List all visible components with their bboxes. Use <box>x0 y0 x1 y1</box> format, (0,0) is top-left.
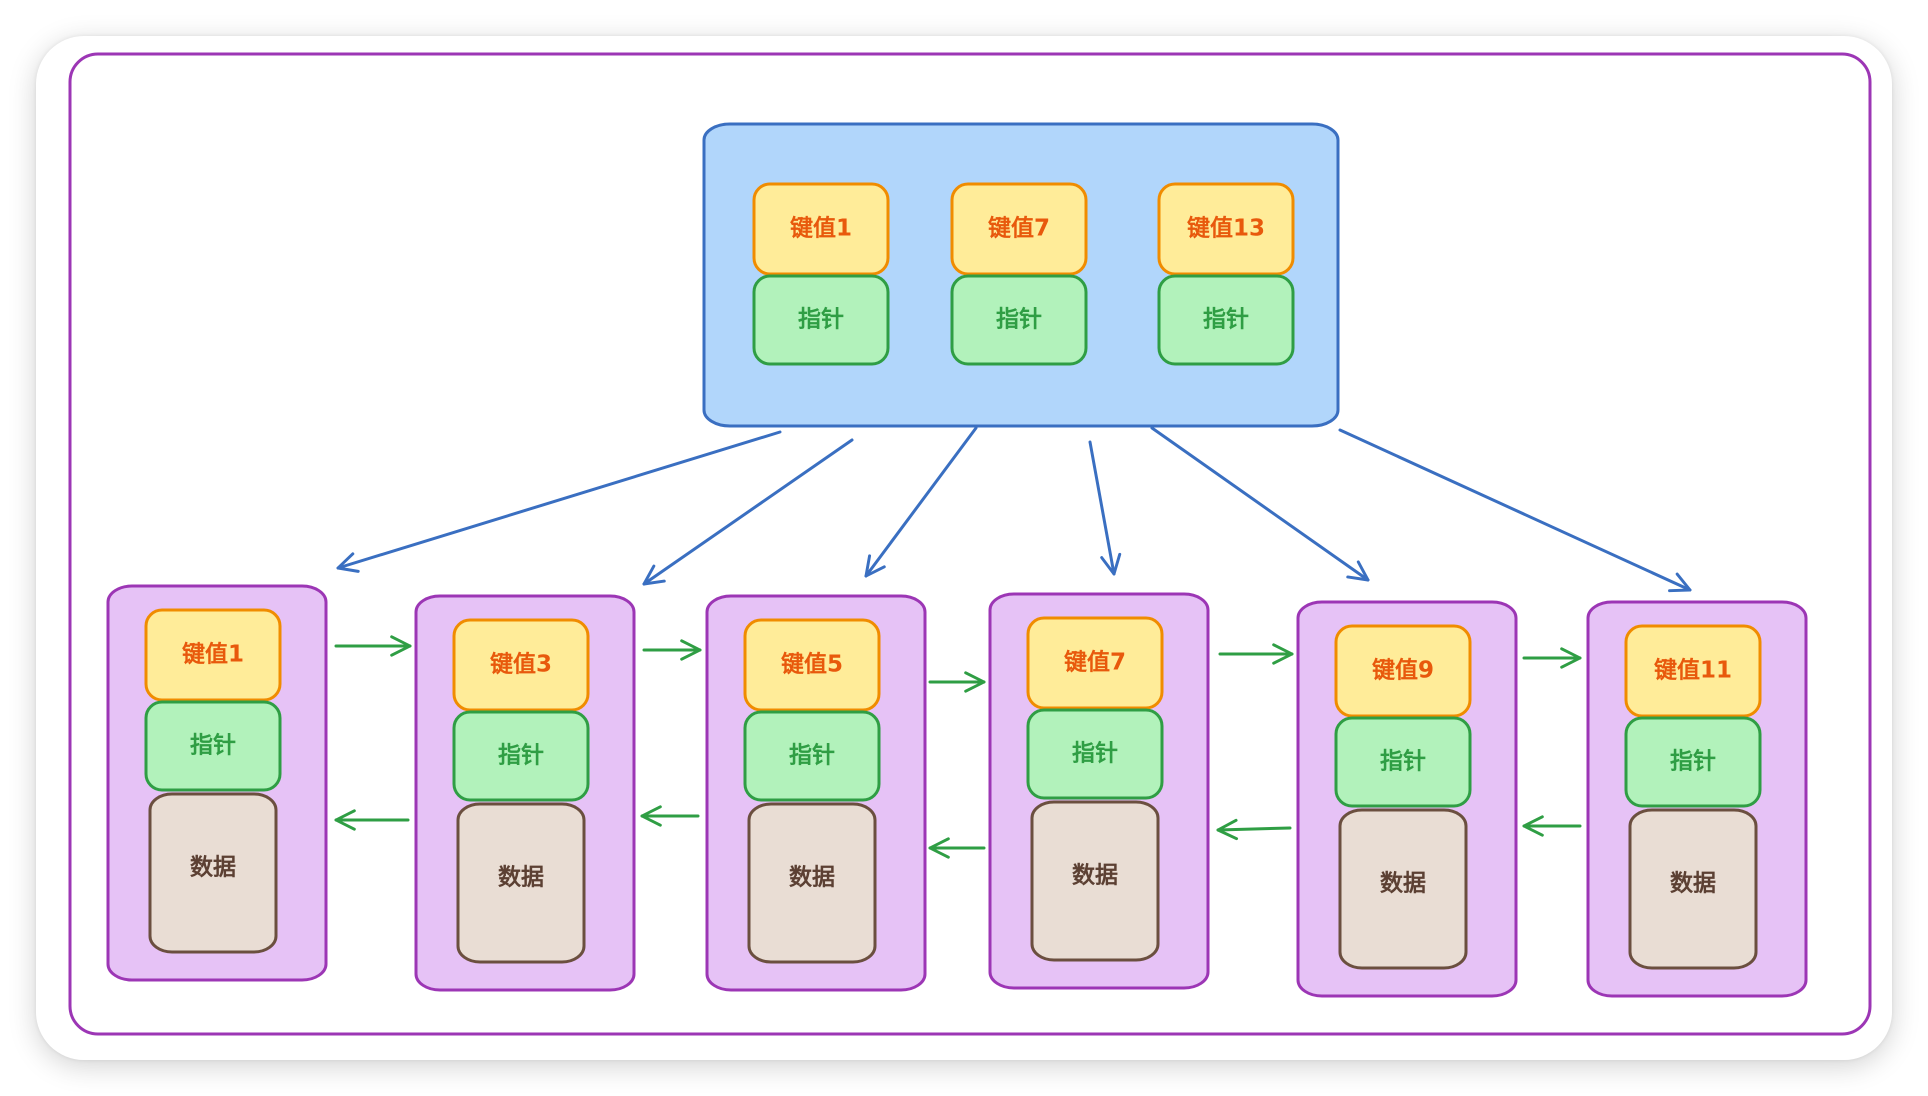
leaf-pointer-cell <box>452 710 590 802</box>
leaf-pointer-label: 指针 <box>190 733 236 759</box>
leaf-pointer-cell <box>1624 716 1762 808</box>
leaf-data-cell <box>1338 808 1468 970</box>
root-key-cell <box>1157 182 1295 276</box>
leaf-data-label: 数据 <box>1380 871 1426 897</box>
leaf-data-label: 数据 <box>498 865 544 891</box>
leaf-key-label: 键值11 <box>1654 657 1732 684</box>
tree-pointer-arrow <box>864 426 978 578</box>
root-entry: 键值13 指针 <box>1157 182 1295 366</box>
leaf-key-cell <box>1624 624 1762 718</box>
root-key-label: 键值13 <box>1187 215 1265 242</box>
tree-pointer-arrow <box>1088 440 1122 576</box>
leaf-pointer-label: 指针 <box>789 743 835 769</box>
leaf-data-cell <box>747 802 877 964</box>
root-key-label: 键值7 <box>988 215 1050 242</box>
leaf-data-cell <box>148 792 278 954</box>
root-key-cell <box>752 182 890 276</box>
leaf-data-label: 数据 <box>789 865 835 891</box>
leaf-pointer-label: 指针 <box>1072 741 1118 767</box>
leaf-key-label: 键值5 <box>781 651 843 678</box>
leaf-pointer-cell <box>1334 716 1472 808</box>
leaf-key-label: 键值3 <box>490 651 552 678</box>
root-pointer-cell <box>950 274 1088 366</box>
root-pointer-label: 指针 <box>1203 307 1249 333</box>
tree-pointer-arrow <box>642 438 854 586</box>
root-node: 键值1 指针 键值7 指针 键值13 指针 <box>702 122 1340 428</box>
leaf-key-cell <box>452 618 590 712</box>
leaf-data-label: 数据 <box>190 855 236 881</box>
leaf-pointer-cell <box>1026 708 1164 800</box>
leaf-pointer-label: 指针 <box>1380 749 1426 775</box>
leaf-data-cell <box>1030 800 1160 962</box>
prev-leaf-arrow <box>1216 818 1292 841</box>
tree-pointer-arrow <box>336 430 782 573</box>
leaf-pointer-cell <box>144 700 282 792</box>
root-pointer-cell <box>752 274 890 366</box>
leaf-data-cell <box>1628 808 1758 970</box>
leaf-pointer-label: 指针 <box>498 743 544 769</box>
root-key-label: 键值1 <box>790 215 852 242</box>
outer-frame <box>68 52 1872 1036</box>
root-pointer-label: 指针 <box>996 307 1042 333</box>
tree-pointer-arrow <box>1338 428 1692 593</box>
leaf-pointer-cell <box>743 710 881 802</box>
root-entry: 键值1 指针 <box>752 182 890 366</box>
tree-pointer-arrow <box>1150 426 1370 582</box>
leaf-data-label: 数据 <box>1670 871 1716 897</box>
leaf-key-cell <box>144 608 282 702</box>
leaf-key-label: 键值9 <box>1372 657 1434 684</box>
leaf-data-label: 数据 <box>1072 863 1118 889</box>
root-entry: 键值7 指针 <box>950 182 1088 366</box>
leaf-key-label: 键值1 <box>182 641 244 668</box>
leaf-key-cell <box>1334 624 1472 718</box>
leaf-key-cell <box>1026 616 1164 710</box>
leaf-key-cell <box>743 618 881 712</box>
root-pointer-cell <box>1157 274 1295 366</box>
leaf-pointer-label: 指针 <box>1670 749 1716 775</box>
root-key-cell <box>950 182 1088 276</box>
root-pointer-label: 指针 <box>798 307 844 333</box>
leaf-key-label: 键值7 <box>1064 649 1126 676</box>
leaf-data-cell <box>456 802 586 964</box>
